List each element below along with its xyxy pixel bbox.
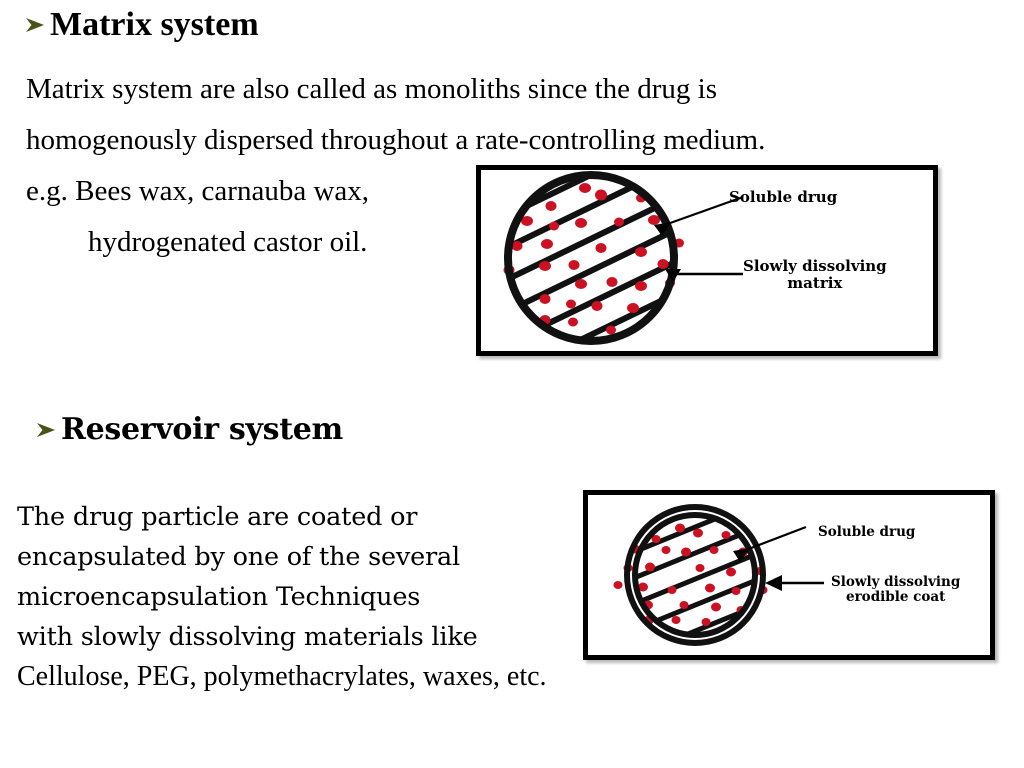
- matrix-body-text: Matrix system are also called as monolit…: [26, 64, 765, 268]
- reservoir-outer-coat-circle: [624, 504, 766, 646]
- reservoir-body-line-1: The drug particle are coated or: [17, 502, 418, 532]
- reservoir-hatch-lines: [635, 515, 755, 635]
- arrow-bullet-icon: [22, 12, 48, 38]
- label-coat-line-1: Slowly dissolving: [831, 574, 961, 590]
- matrix-matrix-arrowhead: [665, 269, 681, 282]
- label-slowly-dissolving-erodible-coat: Slowly dissolving erodible coat: [831, 574, 961, 606]
- label-soluble-drug: Soluble drug: [818, 524, 916, 540]
- heading-matrix-system: Matrix system: [22, 6, 259, 44]
- label-slowly-dissolving-matrix: Slowly dissolving matrix: [743, 258, 887, 292]
- reservoir-body-line-5: Cellulose, PEG, polymethacrylates, waxes…: [17, 661, 547, 692]
- label-matrix-line-2: matrix: [787, 273, 843, 292]
- matrix-body-line-3: e.g. Bees wax, carnauba wax,: [26, 175, 370, 207]
- matrix-hatch-lines: [508, 175, 674, 341]
- matrix-soluble-drug-arrowhead: [654, 222, 672, 236]
- matrix-soluble-drug-leader: [658, 195, 744, 229]
- reservoir-soluble-drug-arrowhead: [733, 548, 750, 562]
- label-coat-line-2: erodible coat: [845, 589, 946, 606]
- matrix-body-line-4: hydrogenated castor oil.: [88, 226, 368, 258]
- heading-matrix-label: Matrix system: [50, 6, 259, 43]
- reservoir-system-diagram: Soluble drug Slowly dissolving erodible …: [583, 490, 995, 660]
- arrow-bullet-icon: [33, 417, 59, 443]
- reservoir-body-line-4: with slowly dissolving materials like: [17, 622, 478, 652]
- matrix-circle-outline: [504, 171, 678, 345]
- heading-reservoir-system: Reservoir system: [33, 412, 343, 447]
- label-soluble-drug: Soluble drug: [729, 188, 838, 206]
- reservoir-body-text: The drug particle are coated or encapsul…: [17, 497, 547, 697]
- matrix-system-diagram: Soluble drug Slowly dissolving matrix: [476, 165, 938, 356]
- matrix-body-line-1: Matrix system are also called as monolit…: [26, 73, 718, 105]
- matrix-diagram-graphic: [503, 171, 744, 345]
- heading-reservoir-label: Reservoir system: [61, 412, 343, 447]
- reservoir-inner-circle: [632, 512, 758, 638]
- reservoir-body-line-3: microencapsulation Techniques: [17, 582, 421, 612]
- matrix-body-line-2: homogenously dispersed throughout a rate…: [26, 124, 766, 156]
- label-matrix-line-1: Slowly dissolving: [743, 257, 887, 275]
- reservoir-diagram-graphic: [613, 504, 824, 646]
- reservoir-coat-arrowhead: [765, 575, 782, 591]
- reservoir-body-line-2: encapsulated by one of the several: [17, 542, 460, 572]
